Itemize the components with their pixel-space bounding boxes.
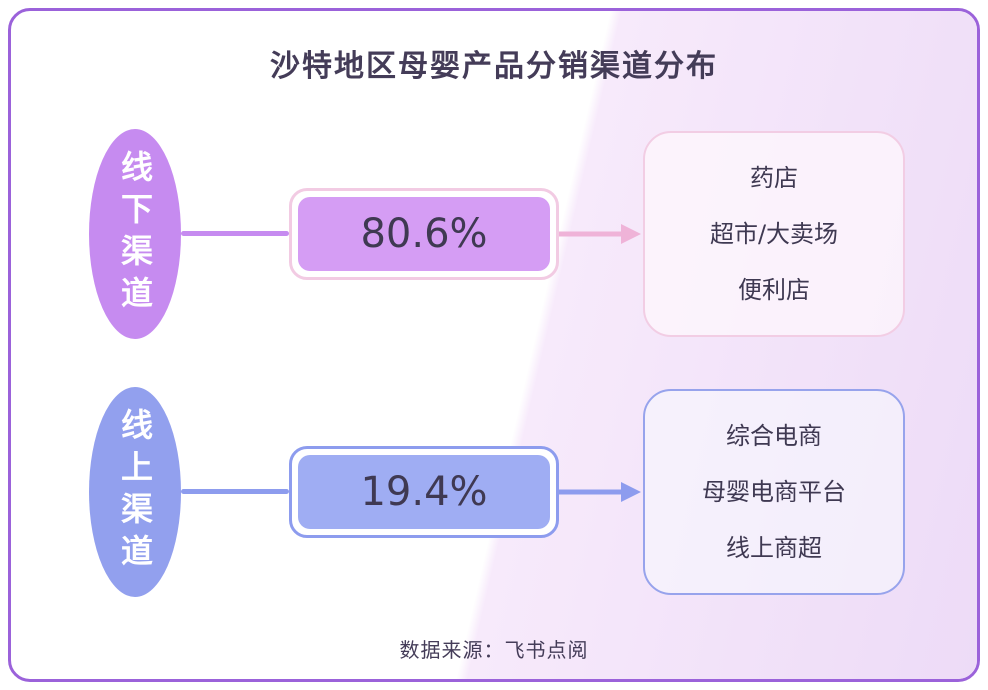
online-items-box: 综合电商 母婴电商平台 线上商超 (643, 388, 905, 595)
offline-item: 便利店 (738, 275, 810, 304)
offline-channel-label: 线下渠道 (116, 149, 154, 318)
data-source-note: 数据来源：飞书点阅 (399, 638, 589, 662)
offline-item: 超市/大卖场 (709, 219, 839, 248)
online-share-value: 19.4% (298, 454, 550, 529)
online-channel-row: 线上渠道 19.4% 综合电商 母婴电商平台 线上商超 (89, 386, 907, 597)
online-share-pill: 19.4% (289, 445, 559, 538)
offline-share-pill: 80.6% (289, 187, 559, 280)
right-arrow-icon (559, 481, 641, 502)
offline-share-value: 80.6% (298, 196, 550, 271)
online-item: 母婴电商平台 (702, 477, 846, 506)
offline-channel-row: 线下渠道 80.6% 药店 超市/大卖场 便利店 (89, 128, 907, 339)
offline-items-box: 药店 超市/大卖场 便利店 (643, 130, 905, 337)
right-arrow-icon (559, 223, 641, 244)
chart-frame: 沙特地区母婴产品分销渠道分布 线下渠道 80.6% 药店 超市/大卖场 便利店 (8, 8, 980, 682)
online-channel-ellipse: 线上渠道 (89, 386, 181, 597)
chart-content: 沙特地区母婴产品分销渠道分布 线下渠道 80.6% 药店 超市/大卖场 便利店 (11, 11, 977, 679)
online-connector-line (181, 489, 289, 494)
online-item: 综合电商 (726, 421, 822, 450)
channel-rows: 线下渠道 80.6% 药店 超市/大卖场 便利店 线上渠道 (11, 85, 977, 634)
online-channel-label: 线上渠道 (116, 407, 154, 576)
offline-channel-ellipse: 线下渠道 (89, 128, 181, 339)
offline-item: 药店 (750, 163, 798, 192)
online-item: 线上商超 (726, 533, 822, 562)
offline-connector-line (181, 231, 289, 236)
page-title: 沙特地区母婴产品分销渠道分布 (270, 49, 718, 84)
